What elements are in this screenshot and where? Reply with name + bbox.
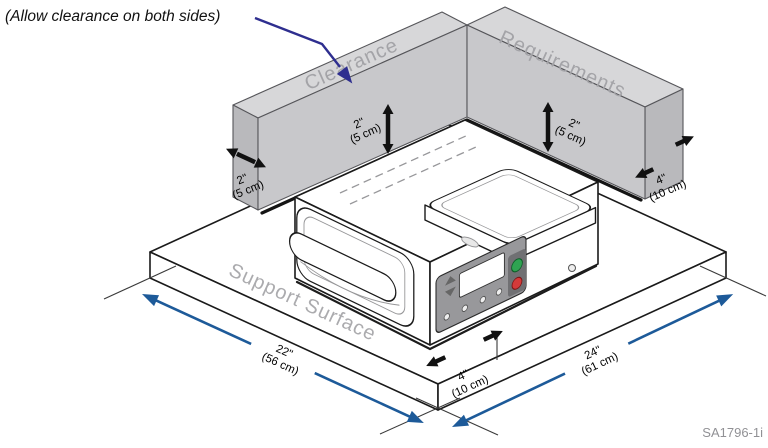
control-panel — [435, 236, 527, 333]
reference-code: SA1796-1i — [702, 425, 763, 440]
dimension-22: 22" (56 cm) — [142, 294, 424, 424]
vent-port — [568, 264, 576, 272]
start-button — [511, 258, 523, 273]
clearance-arrow-front-left — [426, 355, 447, 367]
up-arrow-button — [445, 276, 456, 286]
clearance-arrow-right-end-in — [635, 167, 655, 179]
clearance-arrow-top-right — [542, 102, 554, 152]
note-text: (Allow clearance on both sides) — [5, 8, 220, 25]
clearance-walls: Clearance Requirements — [232, 6, 684, 215]
lcd-display — [458, 252, 505, 298]
clearance-arrow-front-right — [482, 330, 503, 342]
clearance-arrow-top-left — [382, 104, 394, 154]
clearance-arrow-right-end-out — [674, 135, 694, 147]
cassette-door — [288, 207, 415, 327]
clearance-arrow-left-end — [226, 148, 266, 168]
note-pointer-arrow — [254, 16, 353, 84]
sterilizer-device — [288, 119, 599, 351]
dimension-label-24: 24" (61 cm) — [574, 339, 620, 378]
dimension-24: 24" (61 cm) — [452, 294, 734, 427]
down-arrow-button — [445, 286, 456, 297]
stop-button — [511, 276, 523, 290]
